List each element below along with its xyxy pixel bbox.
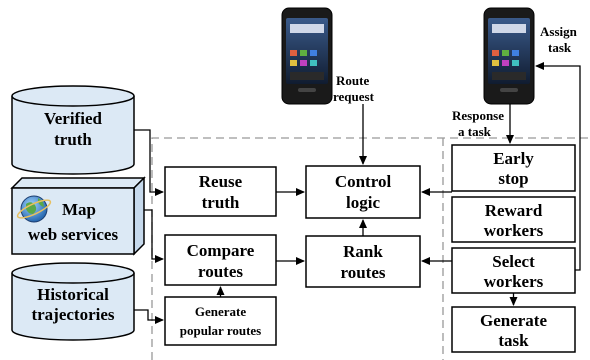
assign-task-label-1: Assign — [540, 24, 578, 39]
rank-routes-box: Rank routes — [305, 235, 421, 288]
response-task-label-2: a task — [458, 124, 492, 139]
generate-popular-label-1: Generate — [195, 304, 246, 319]
route-request-label-1: Route — [336, 73, 369, 88]
select-workers-box: Select workers — [451, 247, 576, 294]
reuse-truth-box: Reuse truth — [164, 166, 277, 217]
reuse-truth-label-1: Reuse — [199, 172, 243, 191]
verified-truth-label-2: truth — [54, 130, 92, 149]
assign-task-label-2: task — [548, 40, 572, 55]
select-workers-label-1: Select — [492, 252, 535, 271]
control-logic-label-1: Control — [335, 172, 392, 191]
globe-icon — [16, 195, 52, 223]
generate-popular-routes-box: Generate popular routes — [164, 296, 277, 346]
reward-workers-box: Reward workers — [451, 196, 576, 243]
connector-arrows — [134, 62, 581, 324]
map-label-2: web services — [28, 225, 119, 244]
historical-label-1: Historical — [37, 285, 109, 304]
response-task-label-1: Response — [452, 108, 504, 123]
control-logic-label-2: logic — [346, 193, 380, 212]
compare-routes-box: Compare routes — [164, 234, 277, 286]
verified-truth-database: Verified truth — [11, 85, 135, 175]
rank-routes-label-1: Rank — [343, 242, 383, 261]
early-stop-label-1: Early — [493, 149, 534, 168]
generate-popular-label-2: popular routes — [180, 323, 262, 338]
early-stop-box: Early stop — [451, 144, 576, 192]
historical-label-2: trajectories — [31, 305, 114, 324]
generate-task-label-1: Generate — [480, 311, 547, 330]
map-web-services-box: Map web services — [10, 176, 146, 256]
route-request-label-2: request — [333, 89, 375, 104]
control-logic-box: Control logic — [305, 165, 421, 219]
smartphone-icon — [281, 7, 333, 105]
dashed-regions — [151, 137, 590, 360]
rank-routes-label-2: routes — [340, 263, 385, 282]
early-stop-label-2: stop — [498, 169, 528, 188]
compare-routes-label-2: routes — [198, 262, 243, 281]
select-workers-label-2: workers — [484, 272, 544, 291]
map-label-1: Map — [62, 200, 96, 219]
compare-routes-label-1: Compare — [187, 241, 255, 260]
historical-trajectories-database: Historical trajectories — [11, 262, 135, 341]
verified-truth-label-1: Verified — [44, 109, 102, 128]
smartphone-icon — [483, 7, 535, 105]
reward-workers-label-2: workers — [484, 221, 544, 240]
generate-task-box: Generate task — [451, 306, 576, 353]
generate-task-label-2: task — [498, 331, 529, 350]
reuse-truth-label-2: truth — [202, 193, 240, 212]
reward-workers-label-1: Reward — [485, 201, 543, 220]
